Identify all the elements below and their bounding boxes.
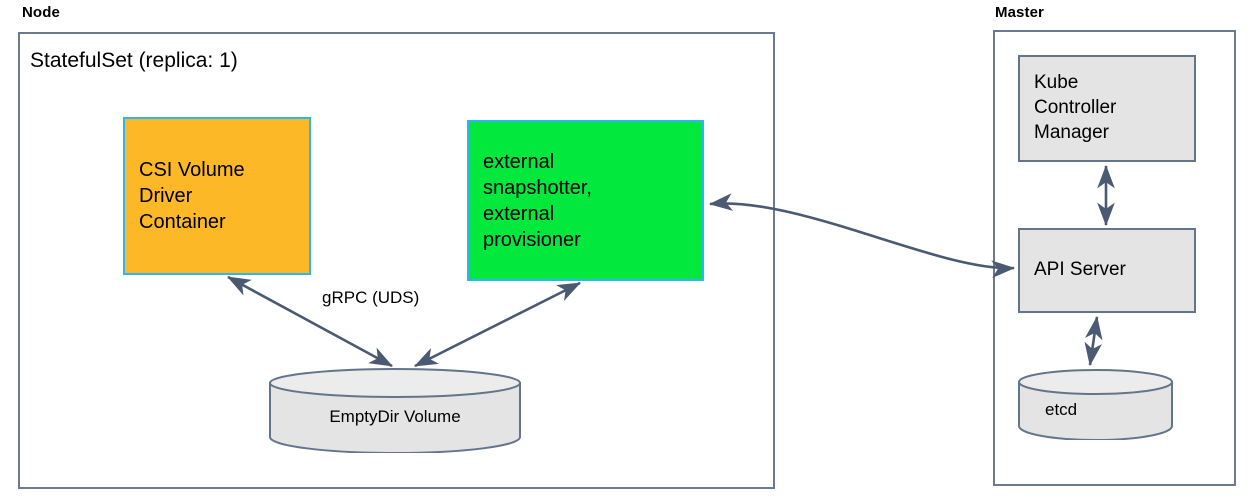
csi-volume-driver-container-label: CSI Volume Driver Container bbox=[139, 159, 245, 233]
etcd-shape bbox=[1018, 369, 1173, 441]
emptydir-volume-shape bbox=[269, 368, 521, 454]
statefulset-title: StatefulSet (replica: 1) bbox=[30, 49, 238, 72]
kube-controller-manager-box[interactable]: Kube Controller Manager bbox=[1018, 55, 1196, 162]
external-sidecars-box[interactable]: external snapshotter, external provision… bbox=[467, 120, 704, 281]
etcd-cylinder[interactable]: etcd bbox=[1017, 368, 1174, 441]
node-group-label: Node bbox=[22, 4, 60, 21]
csi-volume-driver-container-box[interactable]: CSI Volume Driver Container bbox=[123, 117, 311, 275]
external-sidecars-label: external snapshotter, external provision… bbox=[483, 150, 592, 251]
api-server-box[interactable]: API Server bbox=[1018, 228, 1196, 313]
master-group-label: Master bbox=[995, 4, 1044, 21]
grpc-uds-edge-label: gRPC (UDS) bbox=[322, 288, 420, 307]
kube-controller-manager-label: Kube Controller Manager bbox=[1034, 72, 1117, 143]
api-server-label: API Server bbox=[1034, 259, 1126, 281]
emptydir-volume-cylinder[interactable]: EmptyDir Volume bbox=[268, 367, 522, 454]
